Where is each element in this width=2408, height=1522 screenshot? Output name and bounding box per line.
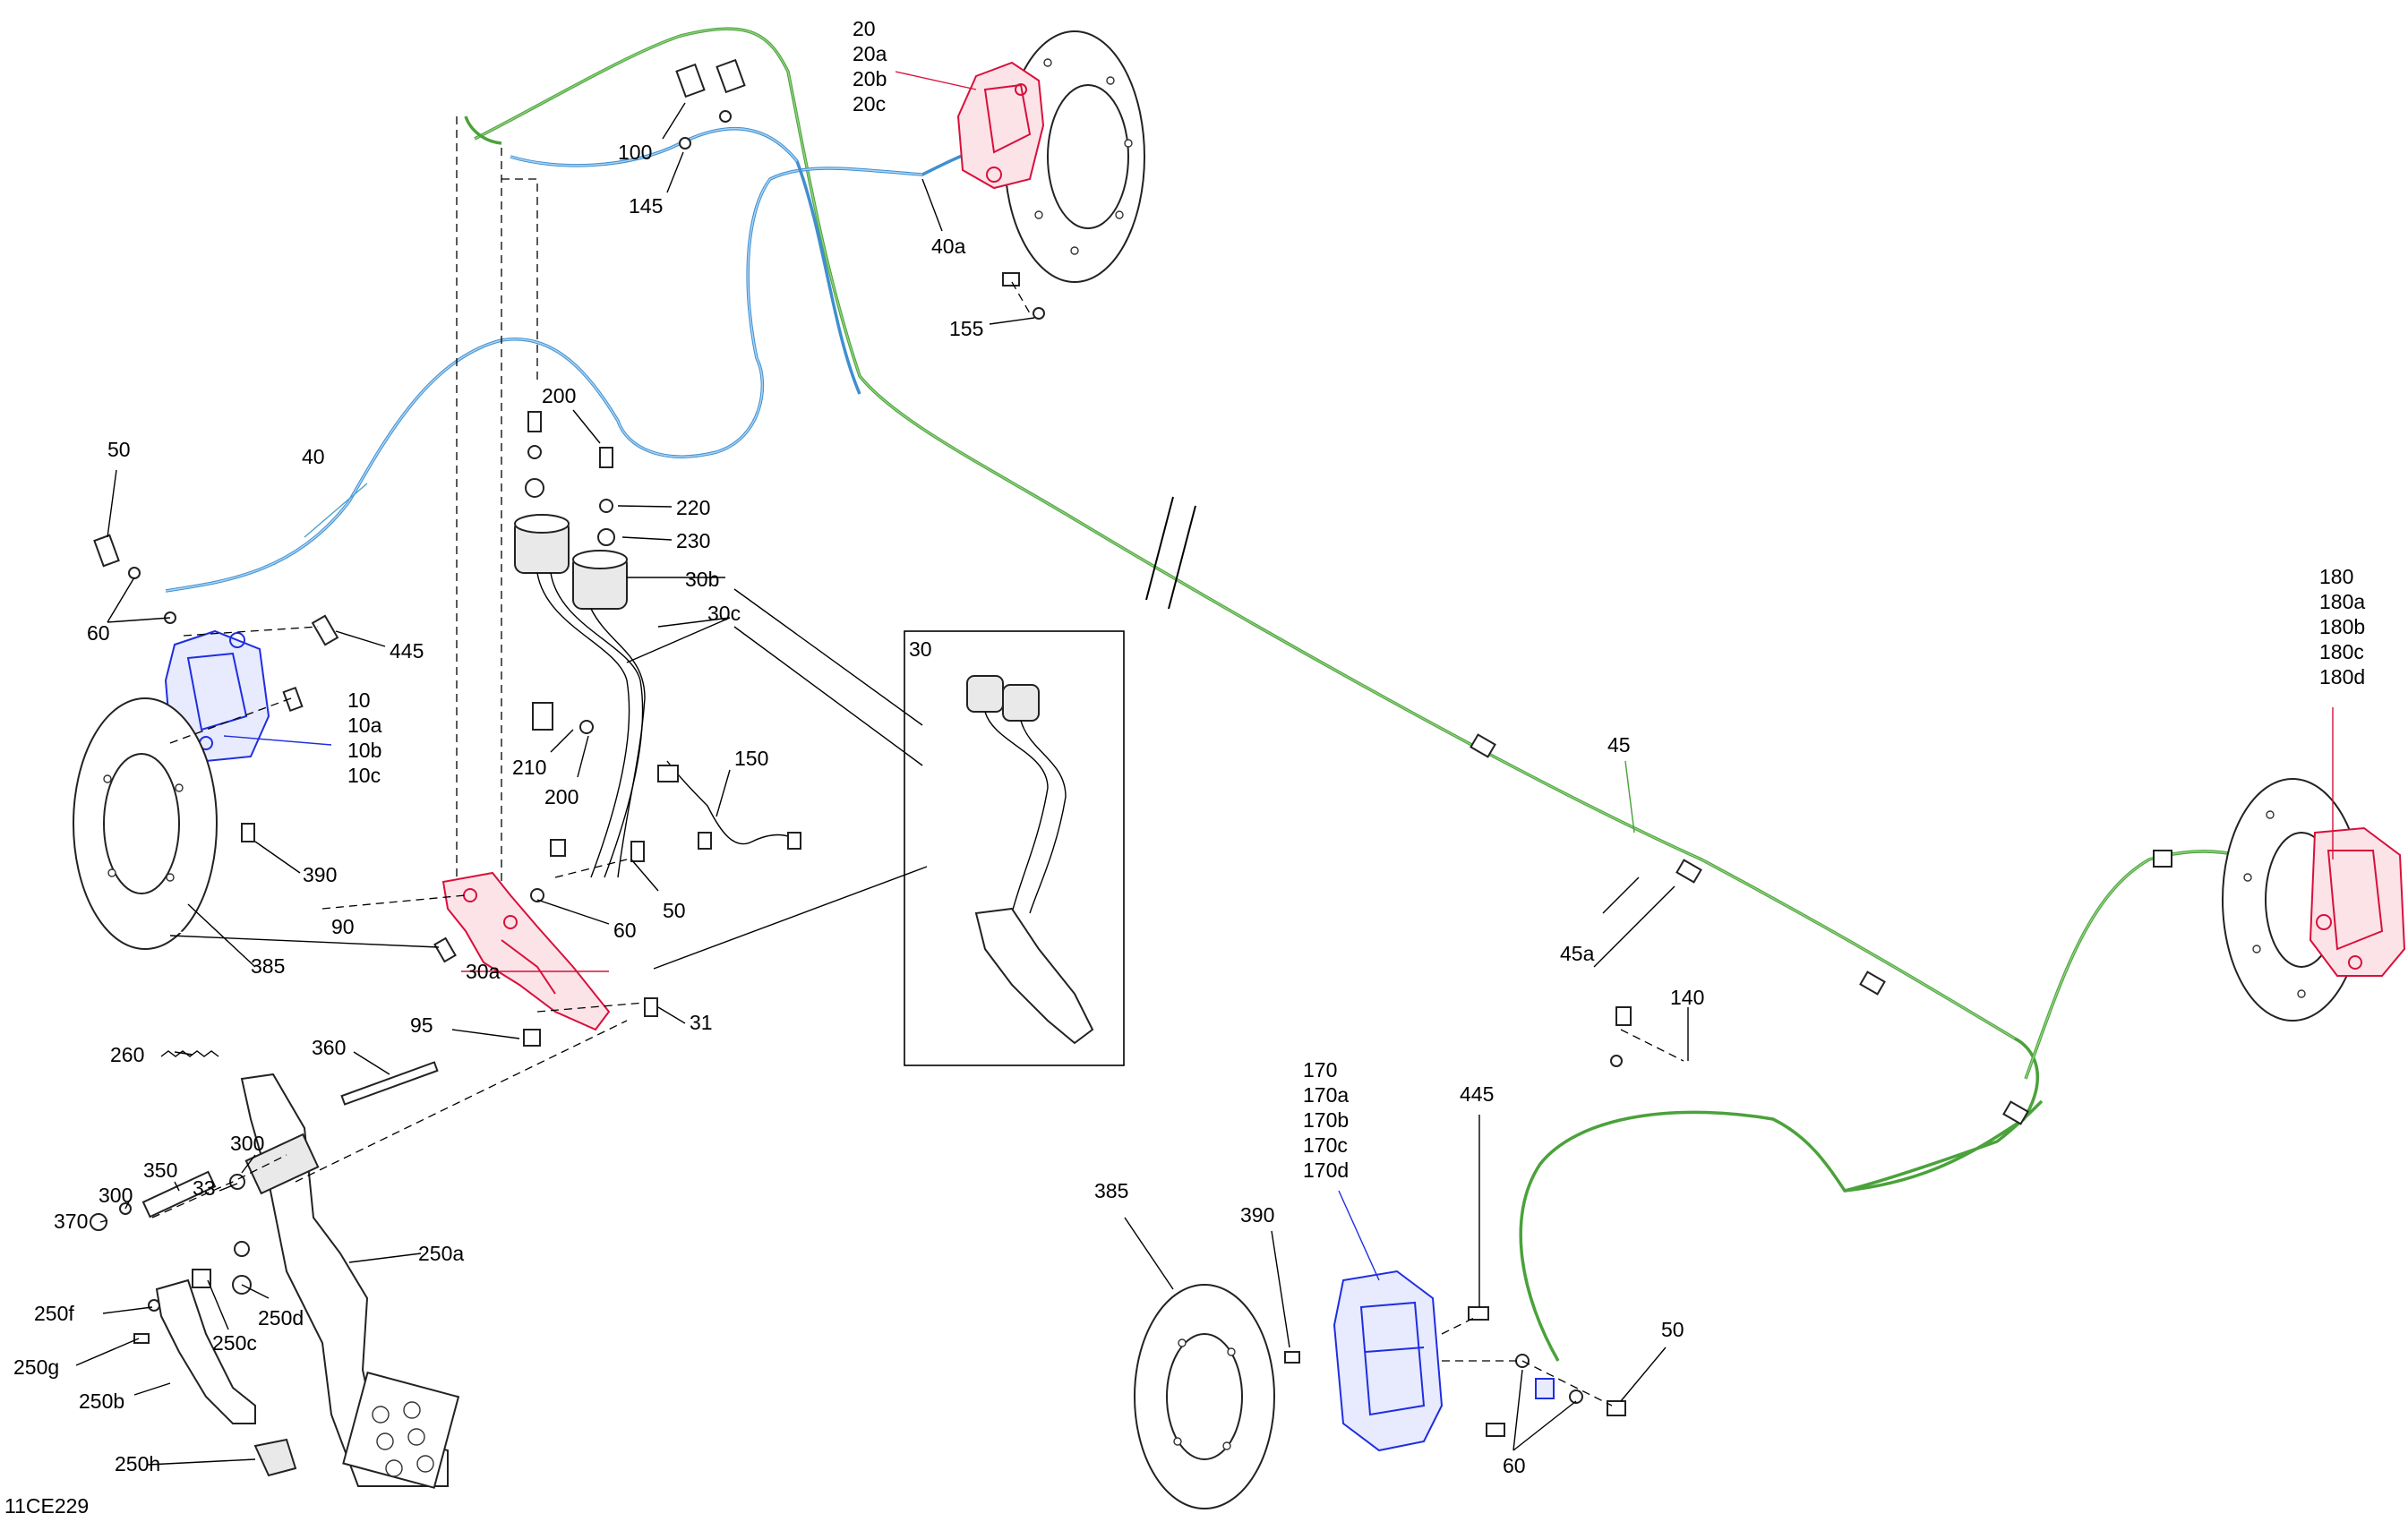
bolt-360 bbox=[340, 1061, 439, 1106]
figure-code: 11CE229 bbox=[4, 1494, 89, 1518]
callout-180a: 180a bbox=[2319, 590, 2365, 613]
callout-10a: 10a bbox=[347, 714, 382, 737]
callouts: 20 20a 20b 20c 100 145 40a 155 200 220 2… bbox=[4, 17, 2365, 1518]
callout-180c: 180c bbox=[2319, 640, 2364, 663]
callout-300-b: 300 bbox=[99, 1184, 133, 1207]
callout-60-right: 60 bbox=[1503, 1454, 1526, 1477]
master-cylinder-30a bbox=[441, 871, 611, 1031]
callout-170d: 170d bbox=[1303, 1159, 1349, 1182]
callout-170: 170 bbox=[1303, 1058, 1337, 1082]
callout-170c: 170c bbox=[1303, 1133, 1348, 1157]
callout-20: 20 bbox=[853, 17, 876, 40]
pedal-pad-250h bbox=[253, 1438, 297, 1477]
callout-180b: 180b bbox=[2319, 615, 2365, 638]
callout-40a: 40a bbox=[931, 235, 966, 258]
callout-180d: 180d bbox=[2319, 665, 2365, 688]
callout-30b: 30b bbox=[685, 568, 719, 591]
callout-445-left: 445 bbox=[390, 639, 424, 663]
callout-31: 31 bbox=[690, 1011, 713, 1034]
callout-200-mid: 200 bbox=[544, 785, 578, 808]
callout-250a: 250a bbox=[418, 1242, 464, 1265]
callout-250d: 250d bbox=[258, 1306, 304, 1330]
callout-145: 145 bbox=[629, 194, 663, 218]
callout-445-right: 445 bbox=[1460, 1082, 1494, 1106]
callout-250g: 250g bbox=[13, 1355, 59, 1379]
reservoir-right bbox=[572, 550, 646, 878]
callout-170a: 170a bbox=[1303, 1083, 1349, 1107]
callout-250b: 250b bbox=[79, 1389, 124, 1413]
callout-10c: 10c bbox=[347, 764, 381, 787]
callout-45a: 45a bbox=[1560, 942, 1595, 965]
rear-brake-line-45 bbox=[474, 27, 2330, 1362]
callout-210: 210 bbox=[512, 756, 546, 779]
callout-60-top: 60 bbox=[87, 621, 110, 645]
callout-170b: 170b bbox=[1303, 1108, 1349, 1132]
callout-20c: 20c bbox=[853, 92, 886, 115]
callout-10b: 10b bbox=[347, 739, 381, 762]
callout-30a: 30a bbox=[466, 960, 501, 983]
callout-140: 140 bbox=[1670, 986, 1704, 1009]
callout-100: 100 bbox=[618, 141, 652, 164]
callout-385-right: 385 bbox=[1094, 1179, 1128, 1202]
callout-390-left: 390 bbox=[303, 863, 337, 886]
front-right-caliper-20 bbox=[956, 61, 1045, 190]
callout-45: 45 bbox=[1607, 733, 1631, 757]
callout-20a: 20a bbox=[853, 42, 887, 65]
inset-box-30 bbox=[904, 630, 1125, 1066]
callout-50-right: 50 bbox=[1661, 1318, 1684, 1341]
callout-250c: 250c bbox=[212, 1331, 257, 1355]
callout-370: 370 bbox=[54, 1210, 88, 1233]
callout-33: 33 bbox=[193, 1176, 216, 1200]
callout-250h: 250h bbox=[115, 1452, 160, 1475]
rear-right-caliper-180 bbox=[2309, 826, 2406, 977]
spring-260 bbox=[160, 1050, 219, 1057]
callout-220: 220 bbox=[676, 496, 710, 519]
callout-30c: 30c bbox=[707, 602, 741, 625]
callout-260: 260 bbox=[110, 1043, 144, 1066]
callout-30: 30 bbox=[909, 637, 932, 661]
rear-left-caliper-170 bbox=[1333, 1270, 1444, 1452]
callout-350: 350 bbox=[143, 1159, 177, 1182]
callout-10: 10 bbox=[347, 688, 371, 712]
callout-150: 150 bbox=[734, 747, 768, 770]
callout-155: 155 bbox=[949, 317, 983, 340]
callout-300-a: 300 bbox=[230, 1132, 264, 1155]
brake-pedal-250a bbox=[240, 1073, 460, 1489]
callout-40: 40 bbox=[302, 445, 325, 468]
callout-360: 360 bbox=[312, 1036, 346, 1059]
callout-90: 90 bbox=[331, 915, 355, 938]
callout-20b: 20b bbox=[853, 67, 887, 90]
callout-95: 95 bbox=[410, 1013, 433, 1037]
front-left-disc bbox=[73, 697, 218, 950]
callout-200-top: 200 bbox=[542, 384, 576, 407]
callout-390-right: 390 bbox=[1240, 1203, 1274, 1227]
front-brake-line-40 bbox=[165, 115, 1024, 593]
callout-230: 230 bbox=[676, 529, 710, 552]
reservoir-left bbox=[514, 514, 644, 878]
small-parts bbox=[90, 58, 1632, 1437]
callout-60-mid: 60 bbox=[613, 919, 637, 942]
pedal-arm-250b bbox=[155, 1278, 256, 1424]
callout-50-top: 50 bbox=[107, 438, 131, 461]
callout-250f: 250f bbox=[34, 1302, 74, 1325]
rear-left-disc bbox=[1134, 1284, 1275, 1509]
alignment-lines bbox=[151, 116, 1684, 1407]
leader-lines bbox=[75, 71, 2334, 1466]
pivot-pin-350 bbox=[141, 1170, 217, 1218]
callout-385-left: 385 bbox=[251, 954, 285, 978]
callout-180: 180 bbox=[2319, 565, 2353, 588]
callout-50-mid: 50 bbox=[663, 899, 686, 922]
